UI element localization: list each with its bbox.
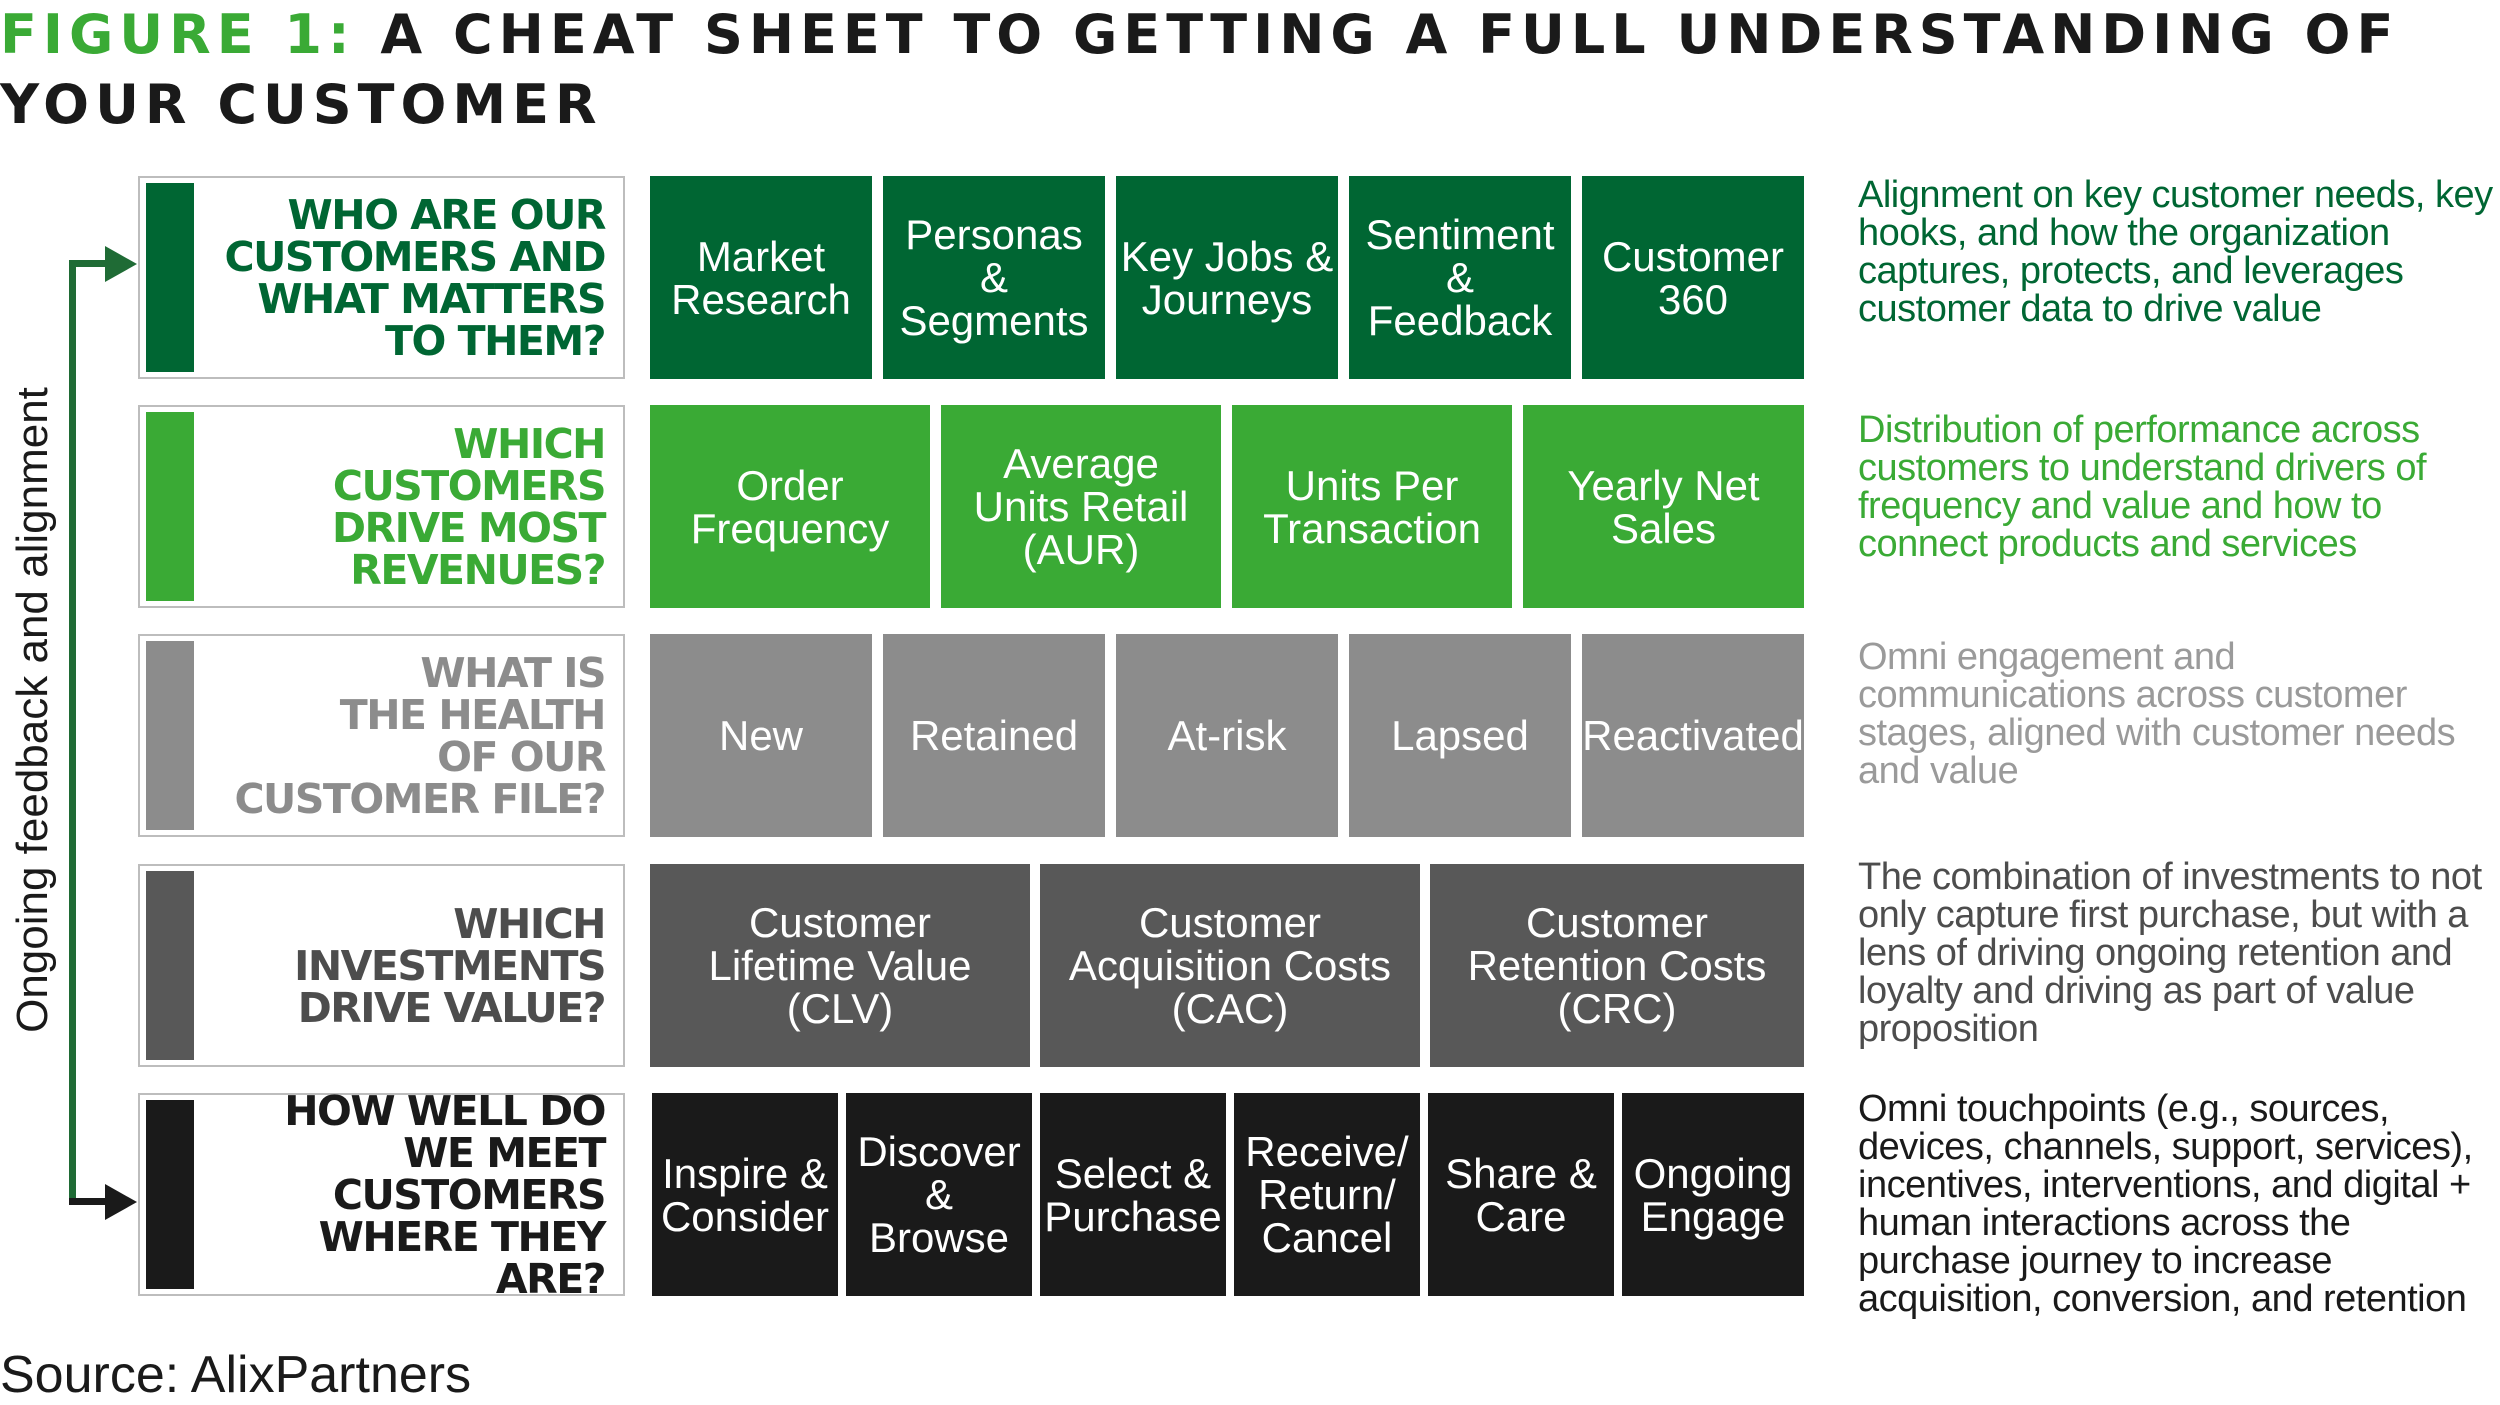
box-customer-acquisition-costs: Customer Acquisition Costs (CAC) xyxy=(1040,864,1420,1067)
box-yearly-net-sales: Yearly Net Sales xyxy=(1523,405,1804,608)
arrow-right-icon xyxy=(105,1184,137,1220)
question-how-well-meet-customers: HOW WELL DO WE MEET CUSTOMERS WHERE THEY… xyxy=(284,1086,606,1303)
row-color-stripe xyxy=(146,641,194,830)
box-sentiment-feedback: Sentiment & Feedback xyxy=(1349,176,1571,379)
description-meet-customers: Omni touchpoints (e.g., sources, devices… xyxy=(1858,1088,2473,1320)
question-which-customers-drive-revenue: WHICH CUSTOMERS DRIVE MOST REVENUES? xyxy=(331,419,607,594)
question-which-investments: WHICH INVESTMENTS DRIVE VALUE? xyxy=(294,899,606,1032)
figure-title-text: A CHEAT SHEET TO GETTING A FULL UNDERSTA… xyxy=(0,3,2400,136)
box-units-per-transaction: Units Per Transaction xyxy=(1232,405,1512,608)
question-who-are-our-customers: WHO ARE OUR CUSTOMERS AND WHAT MATTERS T… xyxy=(224,190,607,365)
box-discover-browse: Discover & Browse xyxy=(846,1093,1032,1296)
feedback-line-vertical xyxy=(69,260,76,1205)
figure-title: FIGURE 1: A CHEAT SHEET TO GETTING A FUL… xyxy=(0,0,2400,140)
box-ongoing-engage: Ongoing Engage xyxy=(1622,1093,1804,1296)
description-customers: Alignment on key customer needs, key hoo… xyxy=(1858,174,2493,330)
box-select-purchase: Select & Purchase xyxy=(1040,1093,1226,1296)
description-investments: The combination of investments to not on… xyxy=(1858,856,2482,1050)
box-new: New xyxy=(650,634,872,837)
box-at-risk: At-risk xyxy=(1116,634,1338,837)
box-market-research: Market Research xyxy=(650,176,872,379)
question-frame: WHICH CUSTOMERS DRIVE MOST REVENUES? xyxy=(138,405,625,608)
box-share-care: Share & Care xyxy=(1428,1093,1614,1296)
question-frame: WHAT IS THE HEALTH OF OUR CUSTOMER FILE? xyxy=(138,634,625,837)
question-frame: WHICH INVESTMENTS DRIVE VALUE? xyxy=(138,864,625,1067)
question-frame: WHO ARE OUR CUSTOMERS AND WHAT MATTERS T… xyxy=(138,176,625,379)
question-customer-file-health: WHAT IS THE HEALTH OF OUR CUSTOMER FILE? xyxy=(234,648,606,823)
question-frame: HOW WELL DO WE MEET CUSTOMERS WHERE THEY… xyxy=(138,1086,625,1303)
row-color-stripe xyxy=(146,871,194,1060)
box-customer-360: Customer 360 xyxy=(1582,176,1804,379)
box-receive-return-cancel: Receive/ Return/ Cancel xyxy=(1234,1093,1420,1296)
box-average-units-retail: Average Units Retail (AUR) xyxy=(941,405,1221,608)
row-color-stripe xyxy=(146,183,194,372)
box-key-jobs-journeys: Key Jobs & Journeys xyxy=(1116,176,1338,379)
box-order-frequency: Order Frequency xyxy=(650,405,930,608)
box-customer-retention-costs: Customer Retention Costs (CRC) xyxy=(1430,864,1804,1067)
arrow-right-icon xyxy=(105,246,137,282)
feedback-line-bottom xyxy=(69,1198,111,1205)
box-retained: Retained xyxy=(883,634,1105,837)
description-health: Omni engagement and communications acros… xyxy=(1858,636,2456,792)
figure-label: FIGURE 1: xyxy=(0,3,356,66)
box-personas-segments: Personas & Segments xyxy=(883,176,1105,379)
description-revenues: Distribution of performance across custo… xyxy=(1858,409,2427,565)
source-note: Source: AlixPartners xyxy=(0,1346,472,1404)
box-reactivated: Reactivated xyxy=(1582,634,1804,837)
box-inspire-consider: Inspire & Consider xyxy=(652,1093,838,1296)
box-customer-lifetime-value: Customer Lifetime Value (CLV) xyxy=(650,864,1030,1067)
box-lapsed: Lapsed xyxy=(1349,634,1571,837)
feedback-line-top xyxy=(69,260,111,267)
row-color-stripe xyxy=(146,412,194,601)
feedback-label: Ongoing feedback and alignment xyxy=(8,387,57,1033)
row-color-stripe xyxy=(146,1100,194,1289)
